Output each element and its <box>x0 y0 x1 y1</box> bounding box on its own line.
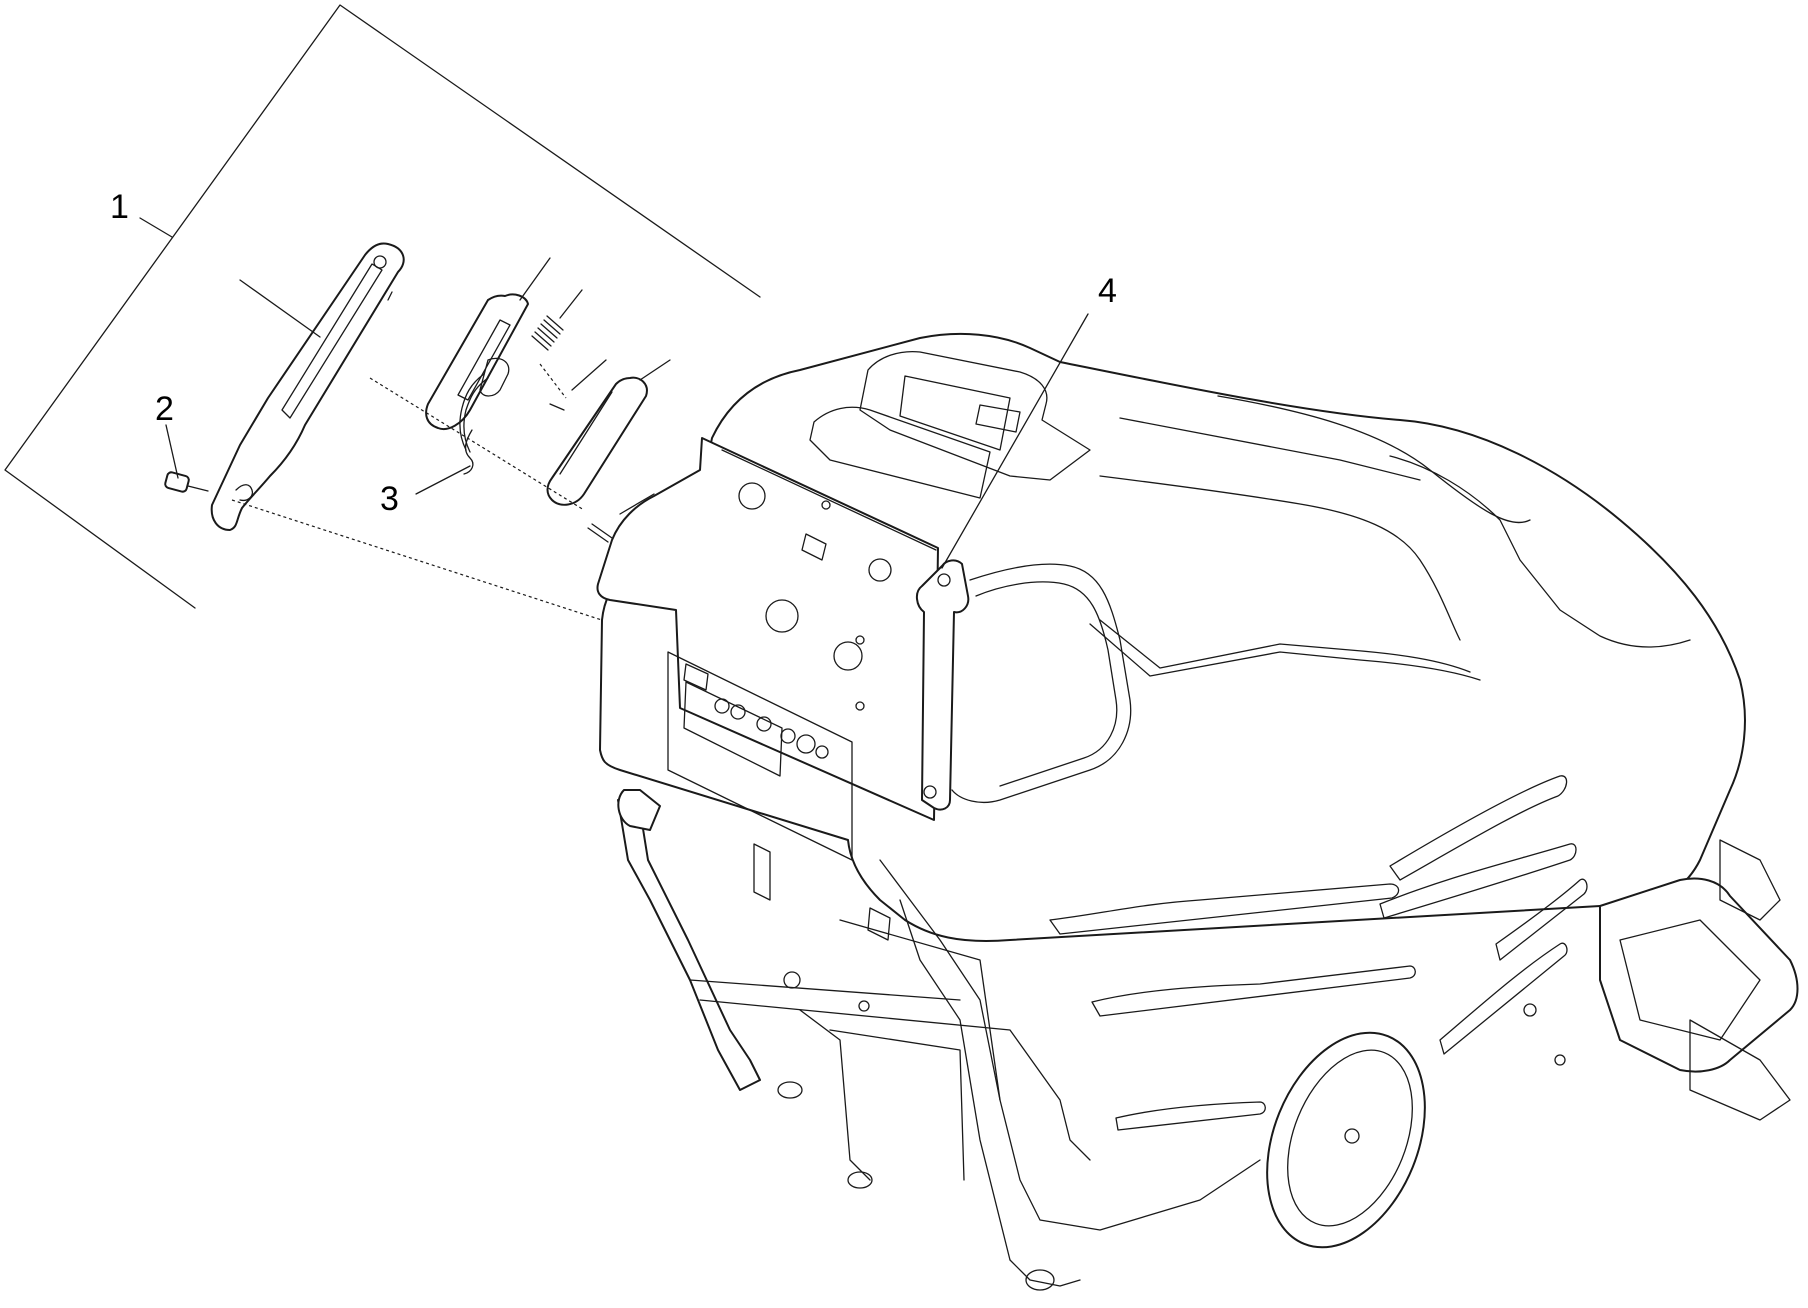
bolt-part <box>164 471 209 493</box>
long-screw-part <box>587 493 655 543</box>
callout-4: 4 <box>1098 272 1117 310</box>
callout-3: 3 <box>380 480 399 518</box>
mounted-handle-bracket <box>916 559 1132 811</box>
small-screw-part <box>549 359 607 411</box>
callout-2: 2 <box>155 390 174 428</box>
leader-lines <box>165 313 1089 569</box>
assembly-lines <box>231 363 615 625</box>
light-housing-part <box>425 257 551 475</box>
machine-body <box>596 332 1799 1291</box>
callout-1: 1 <box>110 188 129 226</box>
lens-cover-part <box>546 359 671 506</box>
wire-harness-part <box>459 373 489 453</box>
spring-part <box>531 289 583 351</box>
leader-4 <box>941 313 1089 569</box>
leader-3 <box>415 465 471 495</box>
handle-grip-part <box>210 242 405 531</box>
callout-labels: 1 2 3 4 <box>110 188 1117 518</box>
leader-2 <box>165 424 179 479</box>
kit-bracket <box>4 4 761 609</box>
